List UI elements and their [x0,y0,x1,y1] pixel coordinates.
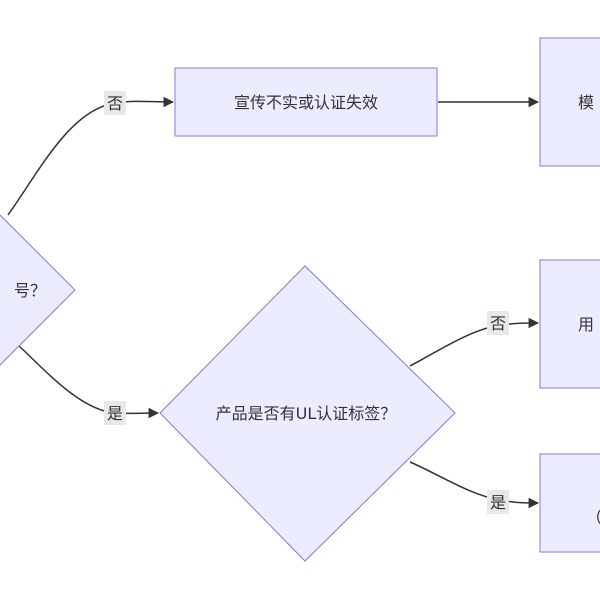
bottom-right-box-label-line2: （ [586,508,600,527]
edge-label-no-mid-text: 否 [490,314,506,333]
edge-label-yes-bottom: 是 [487,490,509,514]
mid-right-box-node: 用 [539,259,600,389]
left-decision-label: 号？ [14,281,46,300]
false-claim-box-label: 宣传不实或认证失效 [234,93,378,112]
edge-left-to-ul-decision [17,344,160,419]
edge-ul-decision-to-mid-right [409,317,540,367]
top-right-box-node: 模 [539,37,600,167]
left-decision-node: 号？ [0,214,76,366]
edge-ul-decision-to-bottom-right [409,461,540,509]
edge-label-no-top-text: 否 [107,94,123,113]
edge-label-yes-bottom-text: 是 [490,493,506,512]
edge-label-yes-left: 是 [104,401,126,425]
false-claim-box-node: 宣传不实或认证失效 [174,67,438,137]
edge-label-no-mid: 否 [487,311,509,335]
ul-label-decision-node: 产品是否有UL认证标签？ [159,265,456,562]
edge-left-to-false-claim [7,96,175,216]
bottom-right-box-node: （ [539,453,600,553]
ul-label-decision-label: 产品是否有UL认证标签？ [216,404,397,423]
edge-label-yes-left-text: 是 [107,404,123,423]
edge-label-no-top: 否 [104,91,126,115]
top-right-box-label: 模 [578,93,594,112]
mid-right-box-label-line1: 用 [578,315,594,334]
